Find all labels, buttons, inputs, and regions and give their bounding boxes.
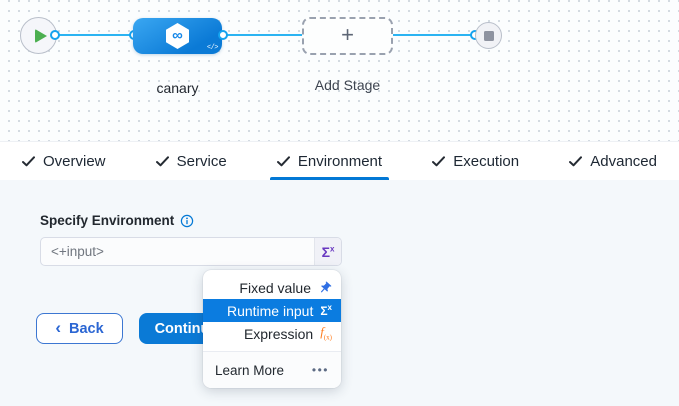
tab-advanced[interactable]: Advanced [569, 142, 657, 180]
tab-environment[interactable]: Environment [269, 142, 390, 180]
specify-environment-label: Specify Environment [40, 213, 194, 228]
tab-label: Environment [297, 152, 383, 170]
tab-label: Overview [43, 152, 106, 170]
stage-node-canary[interactable]: ∞ </> [133, 18, 222, 54]
edge-stage-to-addstage [222, 34, 303, 36]
edge-addstage-to-end [392, 34, 475, 36]
plus-icon: + [341, 22, 354, 47]
tab-label: Service [176, 152, 227, 170]
tab-label: Execution [453, 152, 520, 170]
menu-item-label: Expression [243, 325, 314, 342]
ellipsis-icon: ••• [311, 363, 329, 377]
input-type-dropdown-menu: Fixed value Runtime input Σx Expression … [203, 270, 341, 388]
environment-input-group: Σx [40, 237, 342, 266]
stage-tabbar: Overview Service Environment Execution A… [0, 142, 679, 180]
tab-overview[interactable]: Overview [22, 142, 106, 180]
menu-item-fixed-value[interactable]: Fixed value [203, 276, 341, 299]
tab-execution[interactable]: Execution [432, 142, 519, 180]
back-button[interactable]: ‹ Back [36, 313, 123, 344]
environment-panel: Specify Environment Σx ‹ Back Continue [0, 180, 679, 406]
menu-item-expression[interactable]: Expression f(x) [203, 322, 341, 345]
stop-icon [483, 30, 494, 41]
stage-label-canary[interactable]: canary [156, 80, 199, 96]
learn-more-row[interactable]: Learn More ••• [203, 351, 341, 388]
pipeline-canvas: ∞ </> + canary Add Stage [0, 0, 679, 142]
tab-service[interactable]: Service [155, 142, 227, 180]
environment-input[interactable] [41, 238, 314, 265]
pipeline-end-node[interactable] [475, 22, 502, 49]
check-icon [432, 155, 446, 167]
connector-port[interactable] [218, 30, 228, 40]
pin-icon [318, 281, 332, 295]
add-stage-label[interactable]: Add Stage [314, 77, 381, 93]
menu-item-runtime-input[interactable]: Runtime input Σx [203, 299, 341, 322]
check-icon [155, 155, 169, 167]
chevron-left-icon: ‹ [55, 318, 61, 337]
info-icon[interactable] [180, 214, 194, 228]
edge-start-to-stage [54, 34, 134, 36]
play-icon [34, 28, 47, 43]
check-icon [276, 155, 290, 167]
check-icon [569, 155, 583, 167]
runtime-input-type-button[interactable]: Σx [314, 238, 341, 265]
connector-port[interactable] [50, 30, 60, 40]
canary-hexagon-icon: ∞ [164, 22, 191, 50]
tab-label: Advanced [590, 152, 657, 170]
menu-item-label: Fixed value [239, 279, 311, 296]
fx-icon: f(x) [320, 324, 332, 342]
infinity-icon: ∞ [172, 27, 183, 44]
learn-more-label: Learn More [215, 362, 285, 378]
add-stage-button[interactable]: + [302, 17, 393, 55]
check-icon [22, 155, 35, 167]
menu-item-label: Runtime input [226, 302, 314, 319]
code-icon: </> [206, 44, 219, 52]
sigma-icon: Σx [320, 303, 332, 318]
